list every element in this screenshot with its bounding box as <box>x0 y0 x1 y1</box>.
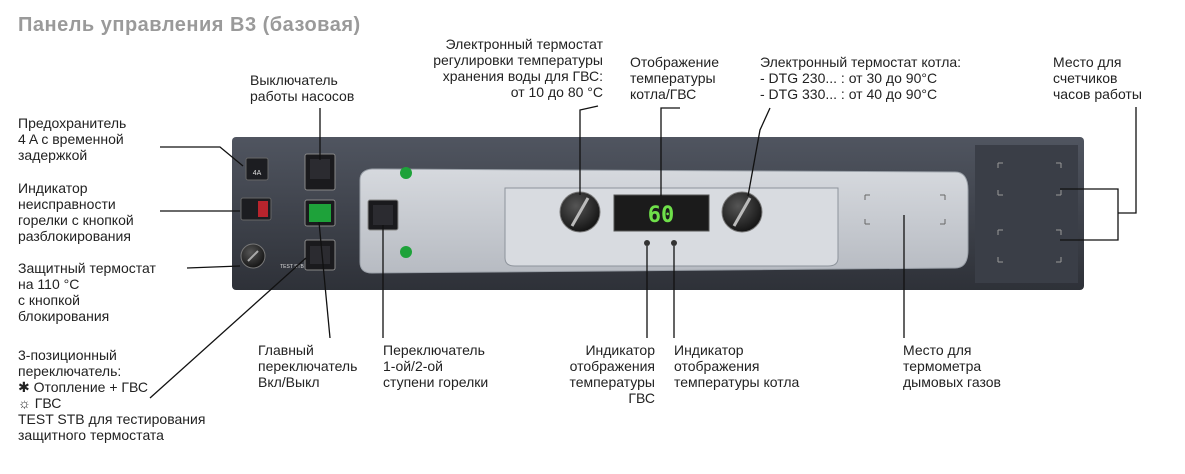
display-value: 60 <box>648 203 675 228</box>
unlock-button[interactable] <box>258 201 268 217</box>
fuse-text: 4A <box>253 170 262 177</box>
leader-lines <box>149 105 1137 399</box>
sun-icon: ☼ <box>18 395 35 411</box>
page-title: Панель управления B3 (базовая) <box>18 14 361 36</box>
temperature-display <box>613 194 710 232</box>
snowflake-sun-icon: ✱ <box>18 379 34 395</box>
fuse-holder[interactable] <box>245 157 269 181</box>
hour-counter-slot <box>975 145 1078 283</box>
stage-1-led <box>400 167 412 179</box>
test-stb-text: TEST STB <box>280 264 304 270</box>
boiler-temp-indicator-led <box>671 240 677 246</box>
flue-thermometer-slot <box>864 194 946 225</box>
dhw-temp-indicator-led <box>644 240 650 246</box>
boiler-thermostat-label: Электронный термостат котла:- DTG 230...… <box>760 54 962 102</box>
selector-label: 3-позиционный переключатель: ✱ Отопление… <box>18 347 206 443</box>
stage-2-led <box>400 246 412 258</box>
